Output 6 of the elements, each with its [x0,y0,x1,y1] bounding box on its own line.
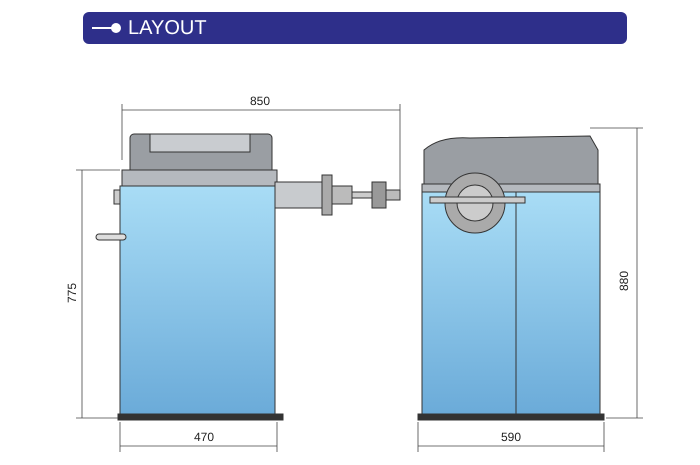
dimension-value: 880 [617,270,632,292]
dimension-value: 775 [65,282,80,304]
dimension-value: 590 [501,430,522,444]
section-title: LAYOUT [128,16,207,40]
dimension-value: 850 [250,94,270,108]
dimension-value: 470 [194,430,214,444]
